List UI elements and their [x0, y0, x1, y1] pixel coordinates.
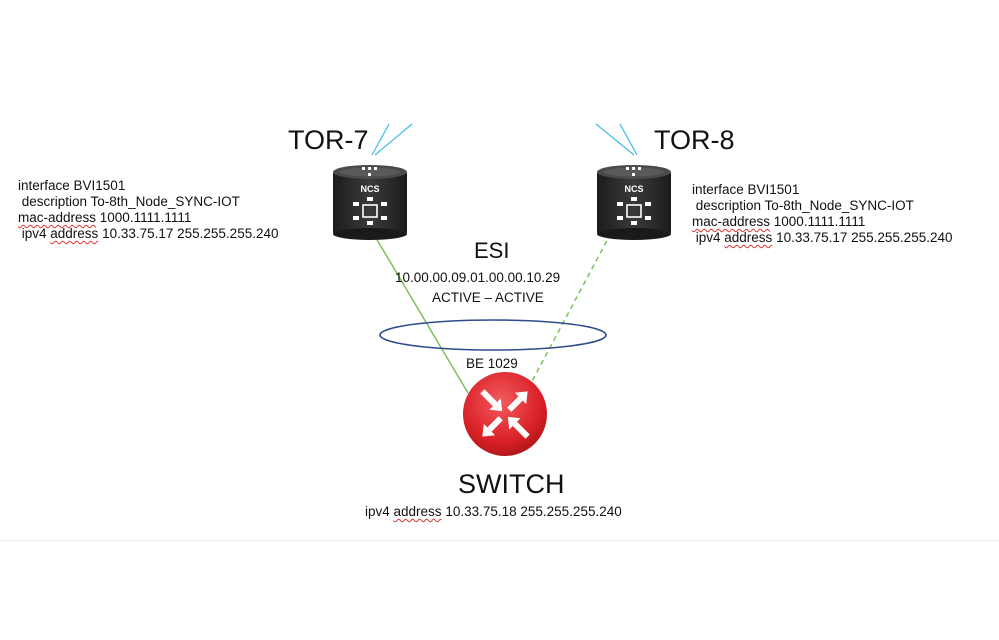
esi-id: 10.00.00.09.01.00.00.10.29: [395, 270, 561, 285]
tor8-title: TOR-8: [654, 125, 735, 155]
tor7-config-line-mac: mac-address 1000.1111.1111: [18, 210, 278, 226]
tor8-mac-value: 1000.1111.1111: [770, 214, 866, 229]
tor8-mac-keyword: mac-address: [692, 214, 771, 229]
tor7-config-line-interface: interface BVI1501: [18, 178, 126, 193]
switch-config-line: ipv4 address 10.33.75.18 255.255.255.240: [365, 504, 622, 520]
tor8-ipv4-value: 10.33.75.17 255.255.255.240: [772, 230, 953, 245]
tor7-config-block: interface BVI1501 description To-8th_Nod…: [18, 178, 278, 242]
switch-ipv4-value: 10.33.75.18 255.255.255.240: [441, 504, 622, 519]
bundle-ellipse: [379, 319, 607, 351]
tor8-address-keyword: address: [724, 230, 773, 245]
tor7-ipv4-prefix: ipv4: [18, 226, 51, 241]
tor7-mac-keyword: mac-address: [18, 210, 97, 225]
tor8-config-line-ipv4: ipv4 address 10.33.75.17 255.255.255.240: [692, 230, 953, 246]
esi-mode: ACTIVE – ACTIVE: [432, 290, 544, 305]
switch-router-icon: [463, 372, 547, 456]
tor7-ipv4-value: 10.33.75.17 255.255.255.240: [98, 226, 279, 241]
tor7-address-keyword: address: [50, 226, 99, 241]
switch-title: SWITCH: [458, 469, 565, 499]
tor8-switch-link: [529, 232, 612, 386]
bottom-divider: [0, 540, 999, 541]
tor7-config-line-description: description To-8th_Node_SYNC-IOT: [18, 194, 240, 209]
tor7-title: TOR-7: [288, 125, 369, 155]
tor7-uplink-lines: [371, 123, 413, 156]
tor7-ncs-icon: NCS: [333, 165, 407, 240]
tor8-uplink-lines: [595, 123, 638, 156]
esi-title: ESI: [474, 238, 510, 263]
tor8-ipv4-prefix: ipv4: [692, 230, 725, 245]
switch-ipv4-prefix: ipv4: [365, 504, 394, 519]
tor7-config-line-ipv4: ipv4 address 10.33.75.17 255.255.255.240: [18, 226, 279, 242]
tor8-config-line-interface: interface BVI1501: [692, 182, 800, 197]
tor7-ncs-text: NCS: [360, 184, 379, 194]
tor7-switch-link: [372, 232, 469, 394]
tor8-config-line-mac: mac-address 1000.1111.1111: [692, 214, 952, 230]
tor8-config-block: interface BVI1501 description To-8th_Nod…: [692, 182, 952, 246]
tor8-ncs-text: NCS: [624, 184, 643, 194]
bundle-label: BE 1029: [466, 356, 518, 371]
tor8-ncs-icon: NCS: [597, 165, 671, 240]
tor8-config-line-description: description To-8th_Node_SYNC-IOT: [692, 198, 914, 213]
switch-address-keyword: address: [393, 504, 442, 519]
tor7-mac-value: 1000.1111.1111: [96, 210, 192, 225]
